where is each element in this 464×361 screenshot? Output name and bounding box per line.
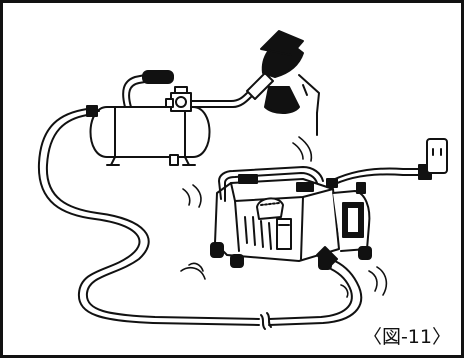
figure-number-label: 〈図-11〉: [362, 326, 451, 348]
wall-outlet: [426, 138, 448, 174]
vibration-marks: [180, 136, 388, 298]
compressor-unit: [210, 166, 372, 270]
tank-valve: [165, 86, 252, 112]
compressor-connection-illustration: [37, 30, 448, 330]
air-hose: [37, 105, 363, 330]
spray-gun: [246, 30, 320, 136]
air-tank: [89, 70, 211, 166]
power-cord: [326, 164, 432, 188]
